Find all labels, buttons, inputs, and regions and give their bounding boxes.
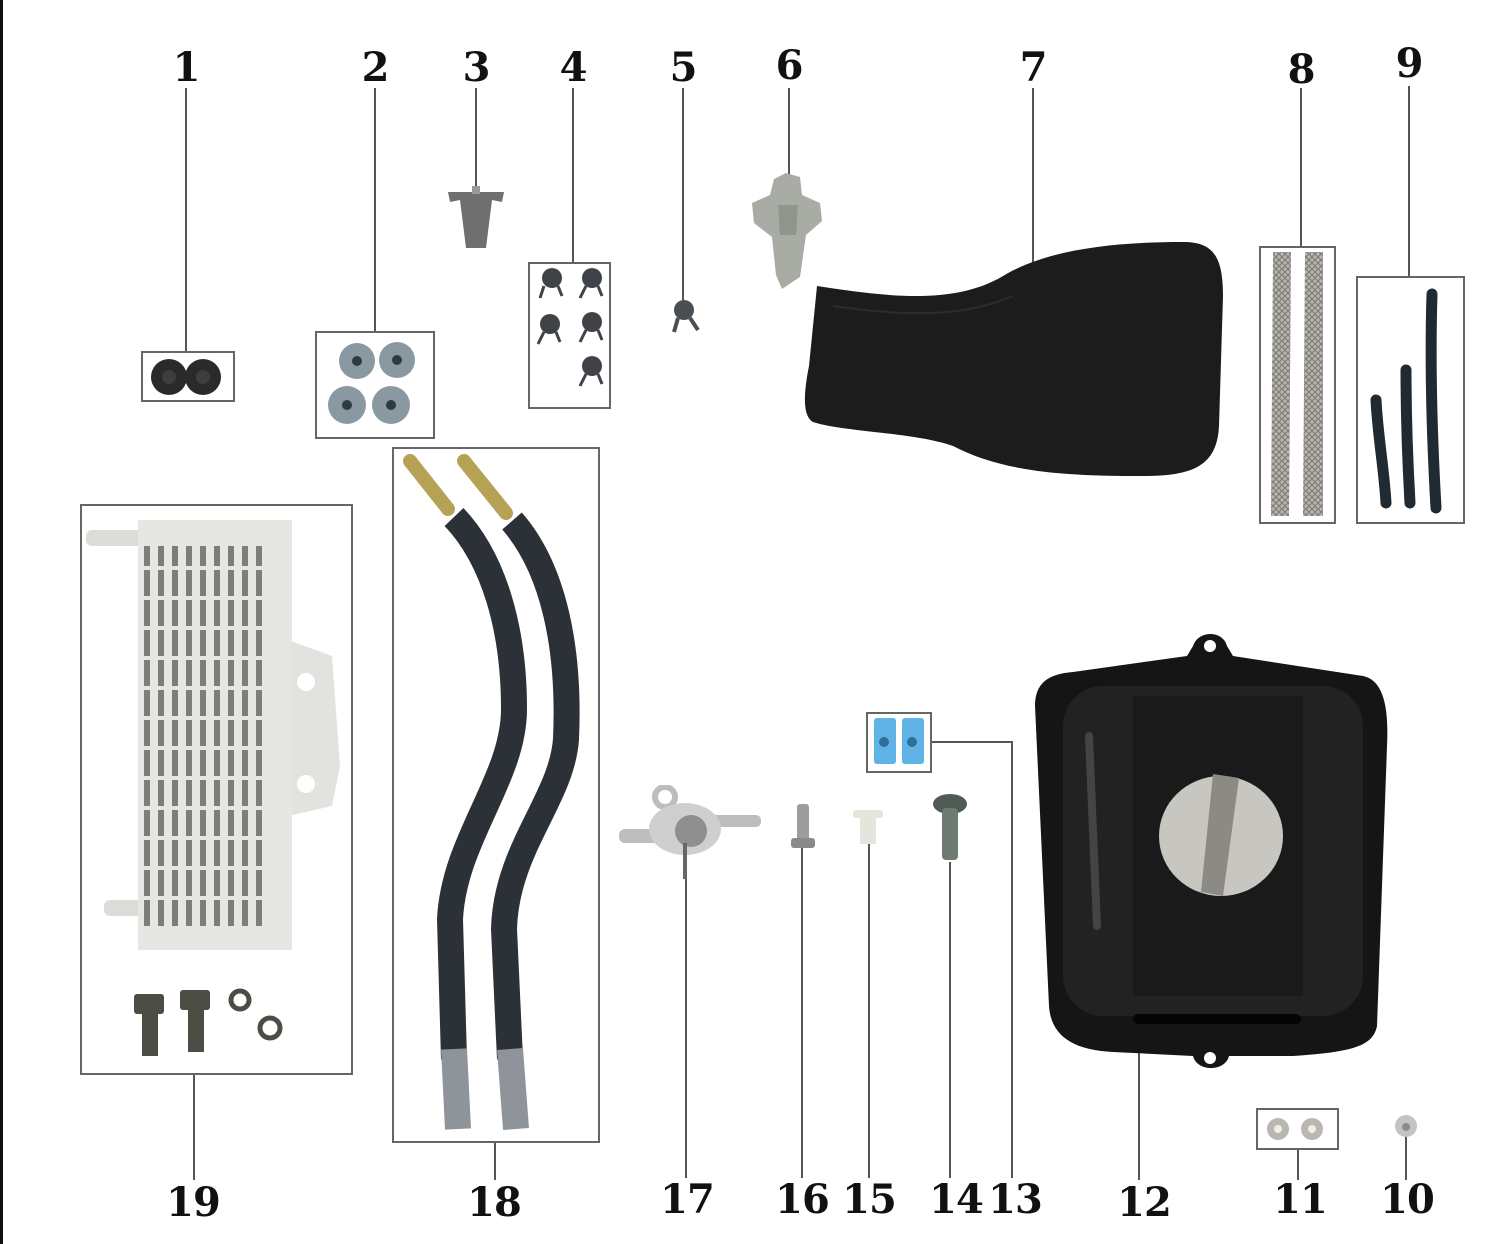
part-16-pin-bolt	[789, 802, 817, 856]
speed-nut-pair-icon	[874, 718, 924, 764]
part-14-flange-bolt	[931, 790, 969, 868]
leader-line-18	[494, 1142, 496, 1180]
hose-clamp-set-icon	[536, 268, 604, 387]
part-15-plastic-rivet	[851, 806, 885, 852]
leader-line-12	[1138, 1020, 1140, 1180]
rubber-grommet-pair-icon	[151, 359, 221, 395]
sealing-washers-icon	[228, 988, 283, 1041]
leader-line-1	[185, 88, 187, 353]
part-9-fuel-hoses	[1356, 276, 1465, 524]
fuel-filter-icon	[752, 173, 822, 289]
callout-13: 13	[988, 1176, 1043, 1223]
callout-1: 1	[172, 44, 201, 91]
part-10-washer	[1392, 1112, 1420, 1144]
part-12-fuel-tank	[1033, 626, 1393, 1090]
left-edge-border	[0, 0, 3, 1244]
callout-17: 17	[660, 1176, 715, 1223]
fuel-hose-set-icon	[1370, 288, 1442, 514]
leader-line-2	[374, 88, 376, 332]
fuel-valve-icon	[619, 784, 761, 879]
mesh-sleeve-pair-icon	[1271, 252, 1323, 516]
part-6-fuel-filter	[748, 165, 828, 299]
part-18-oil-hoses-box	[392, 447, 600, 1143]
leader-line-8	[1300, 88, 1302, 248]
leader-line-17	[685, 840, 687, 1178]
flange-nut-set-icon	[328, 342, 415, 424]
callout-4: 4	[559, 44, 588, 91]
plastic-rivet-icon	[853, 810, 883, 844]
callout-10: 10	[1380, 1176, 1435, 1223]
part-17-fuel-valve	[615, 784, 765, 889]
oil-cooler-hose-pair-icon	[403, 454, 580, 1130]
callout-19: 19	[166, 1179, 221, 1226]
small-clip-icon	[672, 300, 700, 333]
callout-16: 16	[775, 1176, 830, 1223]
leader-line-9	[1408, 86, 1410, 278]
mounting-bolts-icon	[134, 990, 210, 1056]
flange-bolt-icon	[933, 794, 967, 860]
leader-line-4	[572, 88, 574, 264]
callout-2: 2	[361, 44, 390, 91]
callout-9: 9	[1395, 40, 1424, 87]
leader-line-13-v	[1011, 741, 1013, 1178]
callout-11: 11	[1273, 1176, 1328, 1223]
callout-3: 3	[462, 44, 491, 91]
part-8-mesh-sleeves	[1259, 246, 1336, 524]
callout-5: 5	[669, 44, 698, 91]
callout-6: 6	[775, 42, 804, 89]
leader-line-10	[1405, 1135, 1407, 1180]
fuel-tank-icon	[1035, 634, 1388, 1068]
leader-line-14	[949, 862, 951, 1178]
callout-12: 12	[1117, 1179, 1172, 1226]
plastic-clip-icon	[448, 186, 504, 248]
part-19-oil-cooler-box	[80, 504, 353, 1075]
callout-8: 8	[1287, 46, 1316, 93]
leader-line-11	[1297, 1148, 1299, 1180]
part-2-flange-nuts	[315, 331, 435, 439]
part-13-speed-nuts	[866, 712, 932, 773]
leader-line-6	[788, 88, 790, 198]
part-7-seat	[803, 236, 1228, 490]
leader-line-5	[682, 88, 684, 308]
washer-icon	[1395, 1115, 1417, 1137]
part-5-small-clip	[668, 292, 702, 346]
pin-bolt-icon	[791, 804, 815, 848]
leader-line-16	[801, 845, 803, 1178]
leader-line-3	[475, 88, 477, 198]
callout-14: 14	[929, 1176, 984, 1223]
oil-cooler-icon	[86, 520, 340, 1056]
leader-line-19	[193, 1074, 195, 1180]
part-3-plastic-clip	[444, 180, 508, 256]
part-1-rubber-grommets	[141, 351, 235, 402]
callout-18: 18	[467, 1179, 522, 1226]
leader-line-13-h	[931, 741, 1013, 743]
part-11-nuts	[1256, 1108, 1339, 1150]
callout-7: 7	[1019, 44, 1048, 91]
callout-15: 15	[842, 1176, 897, 1223]
leader-line-15	[868, 840, 870, 1178]
nut-pair-icon	[1267, 1118, 1323, 1140]
seat-icon	[804, 242, 1223, 476]
leader-line-7	[1032, 88, 1034, 288]
part-4-hose-clamps	[528, 262, 611, 409]
